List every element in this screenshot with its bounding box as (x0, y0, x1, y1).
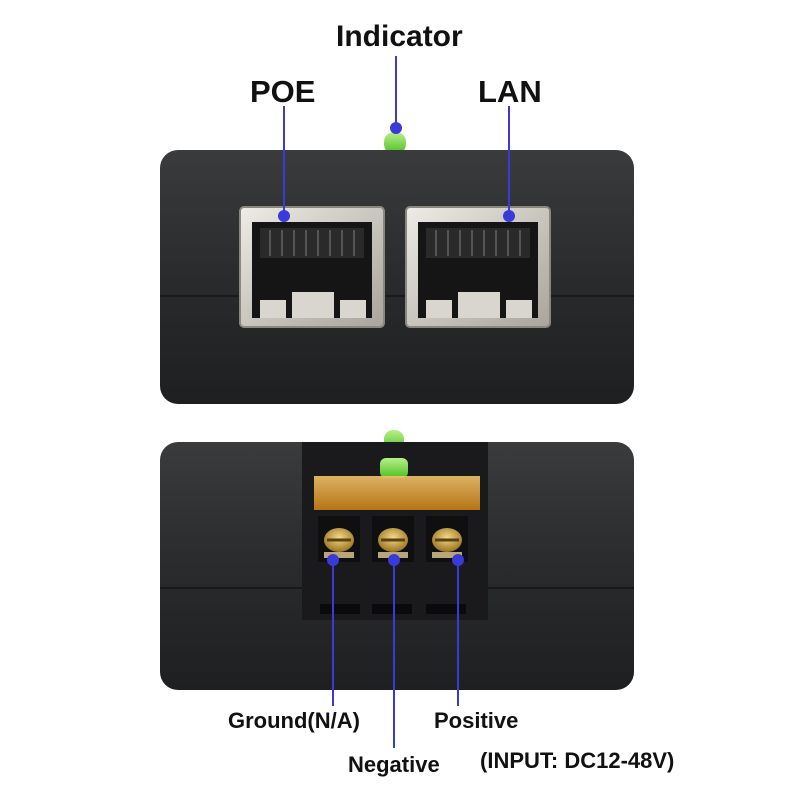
top-device (160, 132, 634, 404)
label-poe: POE (250, 74, 316, 109)
terminal-cover (314, 476, 480, 510)
callout-ground-dot (327, 554, 339, 566)
label-indicator: Indicator (336, 20, 463, 53)
indicator-led (384, 132, 406, 154)
label-lan: LAN (478, 74, 542, 109)
label-positive: Positive (434, 708, 519, 733)
poe-port (239, 206, 385, 328)
label-ground: Ground(N/A) (228, 708, 360, 733)
callout-poe-dot (278, 210, 290, 222)
callouts (278, 56, 515, 748)
lan-port (405, 206, 551, 328)
housing-top (160, 150, 634, 404)
label-negative: Negative (348, 752, 440, 777)
callout-positive-dot (452, 554, 464, 566)
terminal-screw-ground (318, 516, 360, 562)
callout-indicator-dot (390, 122, 402, 134)
label-input-spec: (INPUT: DC12-48V) (480, 748, 675, 773)
callout-negative-dot (388, 554, 400, 566)
terminal-screw-positive (426, 516, 468, 562)
callout-lan-dot (503, 210, 515, 222)
